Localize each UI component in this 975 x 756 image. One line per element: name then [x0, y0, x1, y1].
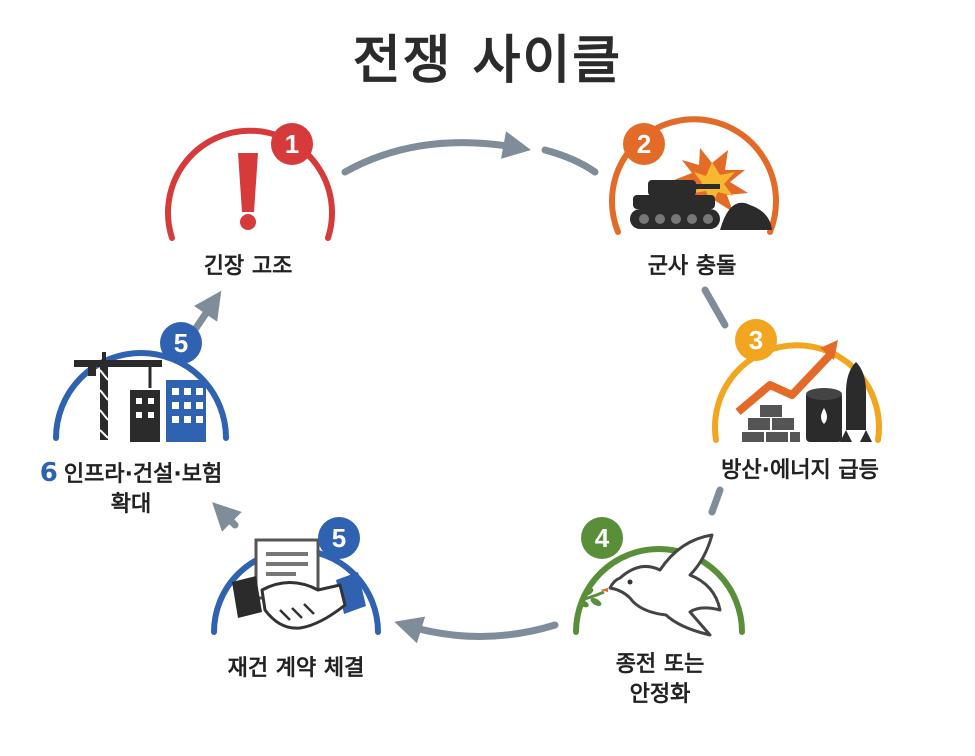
- step-6-number: 5: [174, 328, 188, 358]
- step-1-node: 1: [165, 123, 335, 241]
- step-5-number: 5: [332, 523, 346, 553]
- peace-dove-icon: [579, 533, 722, 637]
- step-4-label: 종전 또는 안정화: [615, 652, 705, 707]
- diagram-title: 전쟁 사이클: [352, 31, 623, 91]
- arrow-1-to-2: [341, 131, 532, 176]
- handshake-contract-icon: [232, 538, 366, 630]
- construction-crane-buildings-icon: [74, 352, 206, 442]
- step-1-badge: [271, 123, 313, 165]
- step-1-label: 긴장 고조: [203, 254, 293, 279]
- cycle-arrows: [192, 131, 729, 644]
- arrow-6-to-1: [192, 290, 222, 332]
- step-5-node: 5: [211, 517, 381, 635]
- tank-explosion-icon: [630, 148, 772, 230]
- step-2-number: 2: [637, 129, 651, 159]
- arrow-3-to-4: [708, 486, 724, 516]
- step-3-node: 3: [712, 319, 882, 443]
- exclamation-icon: [238, 153, 258, 230]
- step-2-ring: [609, 116, 779, 235]
- arrow-2-dash: [541, 146, 599, 176]
- step-2-label: 군사 충돌: [647, 254, 737, 279]
- step-3-ring: [712, 342, 882, 443]
- step-3-label: 방산·에너지 급등: [721, 458, 879, 483]
- step-3-number: 3: [749, 325, 763, 355]
- step-6-node: 5: [53, 322, 229, 442]
- step-5-badge: [318, 517, 360, 559]
- arrow-5-to-6: [212, 502, 242, 532]
- step-2-node: 2: [609, 116, 779, 235]
- step-1-number: 1: [285, 129, 299, 159]
- step-6-badge: [160, 322, 202, 364]
- step-6-ring: [53, 350, 229, 441]
- step-4-badge: [581, 517, 623, 559]
- step-4-number: 4: [595, 523, 610, 553]
- step-5-label: 재건 계약 체결: [227, 656, 365, 681]
- arrow-4-to-5: [394, 616, 559, 644]
- step-2-badge: [623, 123, 665, 165]
- step-3-badge: [735, 319, 777, 361]
- arrow-2-to-3: [701, 286, 729, 329]
- rising-chart-oil-missile-icon: [735, 340, 872, 442]
- step-1-ring: [165, 127, 335, 241]
- step-4-node: 4: [573, 517, 745, 637]
- step-6-prefix-number: 6: [39, 458, 58, 488]
